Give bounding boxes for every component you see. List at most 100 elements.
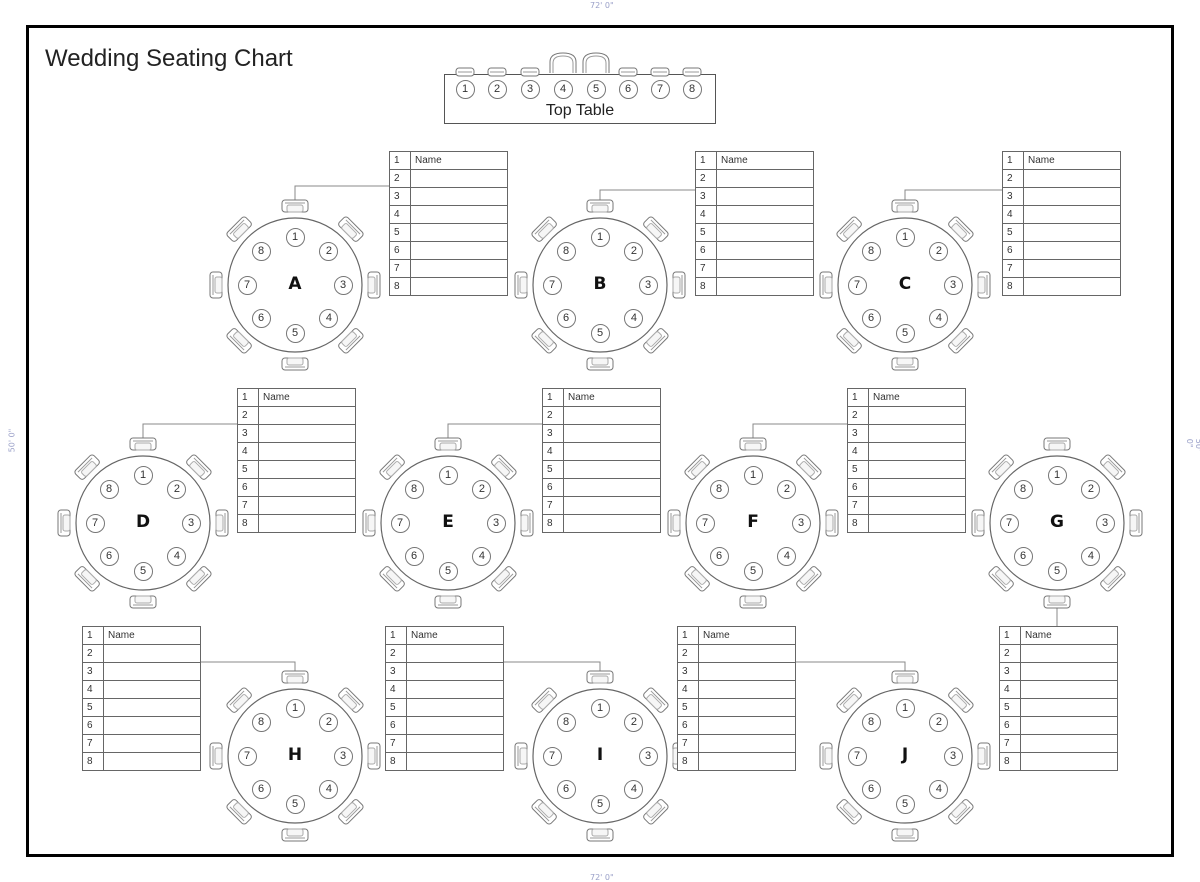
chair-icon[interactable] [129,595,157,609]
seat-number[interactable]: 3 [943,746,963,766]
seat-number[interactable]: 7 [999,513,1019,533]
seat-number[interactable]: 8 [709,479,729,499]
chair-icon[interactable] [226,327,253,354]
chair-icon[interactable] [281,357,309,371]
seat-number[interactable]: 6 [1013,547,1033,567]
seat-number[interactable]: 3 [638,275,658,295]
seat-number[interactable]: 8 [861,712,881,732]
seat-number[interactable]: 1 [590,227,610,247]
seat-number[interactable]: 1 [590,698,610,718]
seat-number[interactable]: 7 [390,513,410,533]
seat-number[interactable]: 1 [895,227,915,247]
chair-icon[interactable] [379,454,406,481]
seat-number[interactable]: 3 [638,746,658,766]
chair-icon[interactable] [367,271,381,299]
seat-number[interactable]: 7 [542,746,562,766]
chair-icon[interactable] [642,687,669,714]
seat-number[interactable]: 4 [1081,547,1101,567]
guest-name-cell[interactable] [410,277,508,296]
guest-name-cell[interactable] [1023,277,1121,296]
chair-icon[interactable] [642,327,669,354]
seat-number[interactable]: 2 [167,479,187,499]
chair-icon[interactable] [490,565,517,592]
guest-name-cell[interactable] [698,734,796,753]
guest-name-cell[interactable] [698,680,796,699]
seat-number[interactable]: 6 [861,309,881,329]
chair-icon[interactable] [836,216,863,243]
seat-number[interactable]: 8 [251,712,271,732]
chair-icon[interactable] [337,798,364,825]
top-table-chair[interactable] [487,64,507,77]
guest-name-cell[interactable]: Name [698,626,796,645]
top-table-seat[interactable]: 7 [650,80,670,99]
seat-number[interactable]: 8 [556,241,576,261]
top-table-seat[interactable]: 6 [618,80,638,99]
seat-number[interactable]: 1 [743,465,763,485]
chair-icon[interactable] [1043,595,1071,609]
seat-number[interactable]: 6 [861,780,881,800]
top-table-seat[interactable]: 3 [520,80,540,99]
seat-number[interactable]: 1 [895,698,915,718]
guest-name-cell[interactable] [698,752,796,771]
chair-icon[interactable] [281,828,309,842]
top-table-chair[interactable] [520,64,540,77]
chair-icon[interactable] [947,687,974,714]
seat-number[interactable]: 8 [1013,479,1033,499]
chair-icon[interactable] [514,742,528,770]
guest-name-cell[interactable] [698,662,796,681]
top-table-seat[interactable]: 4 [553,80,573,99]
seat-number[interactable]: 2 [929,712,949,732]
seat-number[interactable]: 7 [695,513,715,533]
chair-icon[interactable] [185,454,212,481]
chair-icon[interactable] [281,199,309,213]
seat-number[interactable]: 2 [777,479,797,499]
guest-name-cell[interactable] [563,514,661,533]
seat-number[interactable]: 3 [333,746,353,766]
chair-icon[interactable] [642,798,669,825]
top-table-chair[interactable] [618,64,638,77]
seat-number[interactable]: 7 [847,746,867,766]
guest-name-cell[interactable] [716,277,814,296]
chair-icon[interactable] [947,216,974,243]
chair-icon[interactable] [226,216,253,243]
chair-icon[interactable] [209,742,223,770]
seat-number[interactable]: 5 [590,794,610,814]
seat-number[interactable]: 4 [624,309,644,329]
chair-icon[interactable] [836,687,863,714]
seat-number[interactable]: 3 [486,513,506,533]
chair-icon[interactable] [836,798,863,825]
seat-number[interactable]: 1 [285,698,305,718]
chair-icon[interactable] [739,595,767,609]
chair-icon[interactable] [434,437,462,451]
chair-icon[interactable] [819,271,833,299]
seat-number[interactable]: 6 [251,780,271,800]
seat-number[interactable]: 5 [285,794,305,814]
chair-icon[interactable] [739,437,767,451]
chair-icon[interactable] [988,454,1015,481]
top-table-chair[interactable] [455,64,475,77]
chair-icon[interactable] [586,357,614,371]
seat-number[interactable]: 1 [1047,465,1067,485]
chair-icon[interactable] [337,216,364,243]
seat-number[interactable]: 4 [777,547,797,567]
top-table-chair[interactable] [549,52,577,74]
guest-name-cell[interactable] [698,716,796,735]
chair-icon[interactable] [185,565,212,592]
seat-number[interactable]: 1 [438,465,458,485]
seat-number[interactable]: 6 [404,547,424,567]
seat-number[interactable]: 2 [319,712,339,732]
chair-icon[interactable] [520,509,534,537]
chair-icon[interactable] [667,509,681,537]
top-table-chair[interactable] [650,64,670,77]
seat-number[interactable]: 6 [251,309,271,329]
seat-number[interactable]: 7 [847,275,867,295]
chair-icon[interactable] [836,327,863,354]
chair-icon[interactable] [337,687,364,714]
chair-icon[interactable] [1099,454,1126,481]
top-table-seat[interactable]: 1 [455,80,475,99]
